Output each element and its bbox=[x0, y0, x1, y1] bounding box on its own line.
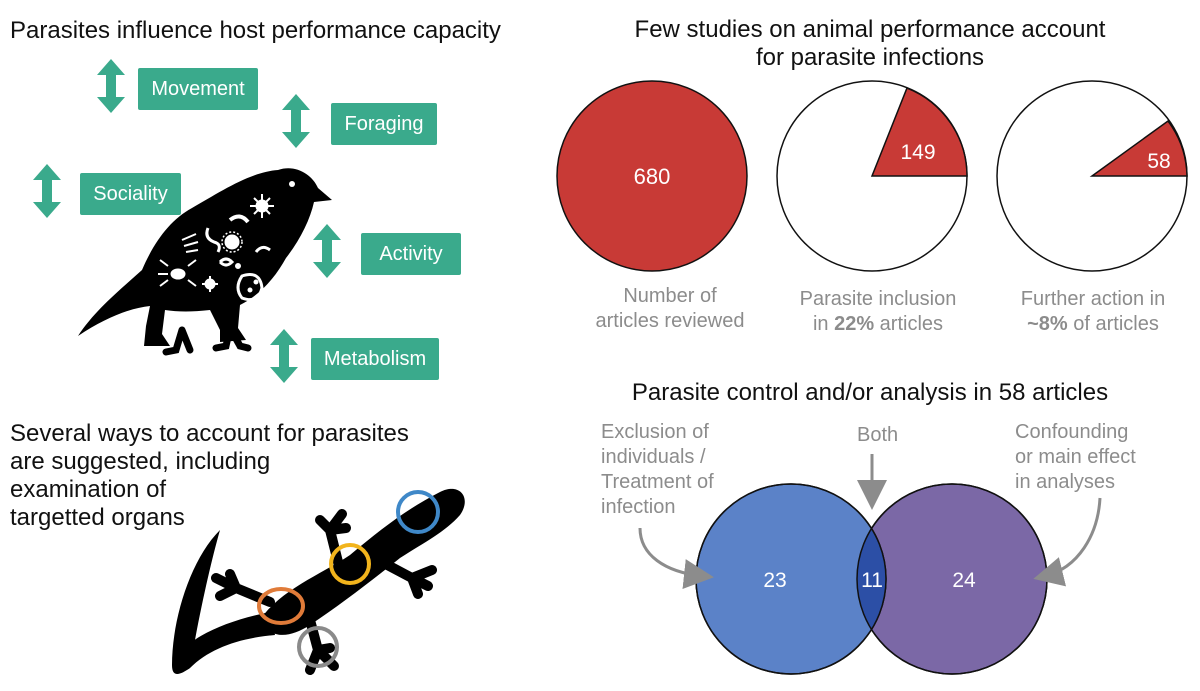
pie-1-value: 680 bbox=[634, 164, 671, 189]
pie-3-caption: Further action in ~8% of articles bbox=[993, 287, 1193, 337]
bird-silhouette bbox=[78, 168, 332, 356]
left-title: Parasites influence host performance cap… bbox=[10, 17, 501, 44]
right-title: Few studies on animal performance accoun… bbox=[585, 16, 1155, 72]
pie-charts: 680 149 58 bbox=[556, 80, 1188, 272]
venn-right-arrow-icon bbox=[1033, 497, 1102, 587]
venn-middle-label: Both bbox=[857, 424, 899, 446]
sociality-arrow-icon bbox=[33, 164, 61, 218]
sociality-tag: Sociality bbox=[80, 173, 181, 215]
methods-line-4: targetted organs bbox=[10, 504, 185, 531]
movement-arrow-icon bbox=[97, 59, 125, 113]
pie-parasite-inclusion: 149 bbox=[776, 80, 968, 272]
organ-circle-gray bbox=[297, 626, 339, 668]
venn-right-label: Confounding or main effect in analyses bbox=[1015, 421, 1136, 493]
foraging-tag: Foraging bbox=[331, 103, 437, 145]
parasite-icons bbox=[158, 194, 274, 302]
metabolism-tag: Metabolism bbox=[311, 338, 439, 380]
right-title-line-2: for parasite infections bbox=[755, 44, 985, 71]
venn-overlap-value: 11 bbox=[861, 569, 883, 592]
methods-line-3: examination of bbox=[10, 476, 167, 503]
venn-left-value: 23 bbox=[763, 569, 786, 592]
pie-1-caption: Number of articles reviewed bbox=[570, 284, 770, 334]
organ-circle-yellow bbox=[329, 543, 371, 585]
right-title-line-1: Few studies on animal performance accoun… bbox=[634, 16, 1106, 43]
pie-2-value: 149 bbox=[900, 141, 935, 164]
organ-circle-blue bbox=[396, 490, 440, 534]
methods-line-2: are suggested, including bbox=[10, 448, 271, 475]
methods-line-1: Several ways to account for parasites bbox=[10, 420, 409, 447]
pie-3-caption-line-1: Further action in bbox=[1020, 288, 1166, 310]
pie-articles-reviewed: 680 bbox=[556, 80, 748, 272]
venn-right-value: 24 bbox=[952, 569, 976, 592]
pie-3-caption-line-2: ~8% of articles bbox=[1027, 313, 1159, 335]
organ-circle-orange bbox=[257, 587, 305, 625]
venn-left-label: Exclusion of individuals / Treatment of … bbox=[601, 421, 714, 518]
pie-2-caption-line-2: in 22% articles bbox=[812, 313, 944, 335]
foraging-arrow-icon bbox=[282, 94, 310, 148]
methods-title: Several ways to account for parasites ar… bbox=[10, 420, 409, 532]
movement-tag: Movement bbox=[138, 68, 258, 110]
pie-1-caption-line-1: Number of bbox=[623, 285, 717, 307]
pie-2-caption-line-1: Parasite inclusion bbox=[799, 288, 957, 310]
venn-diagram: 23 11 24 bbox=[638, 454, 1102, 675]
gecko-silhouette bbox=[172, 488, 465, 675]
activity-tag: Activity bbox=[361, 233, 461, 275]
pie-further-action: 58 bbox=[996, 80, 1188, 272]
pie-3-value: 58 bbox=[1147, 150, 1170, 173]
venn-title: Parasite control and/or analysis in 58 a… bbox=[631, 379, 1109, 406]
venn-left-arrow-icon bbox=[638, 527, 714, 589]
pie-2-caption: Parasite inclusion in 22% articles bbox=[778, 287, 978, 337]
pie-1-caption-line-2: articles reviewed bbox=[595, 310, 745, 332]
